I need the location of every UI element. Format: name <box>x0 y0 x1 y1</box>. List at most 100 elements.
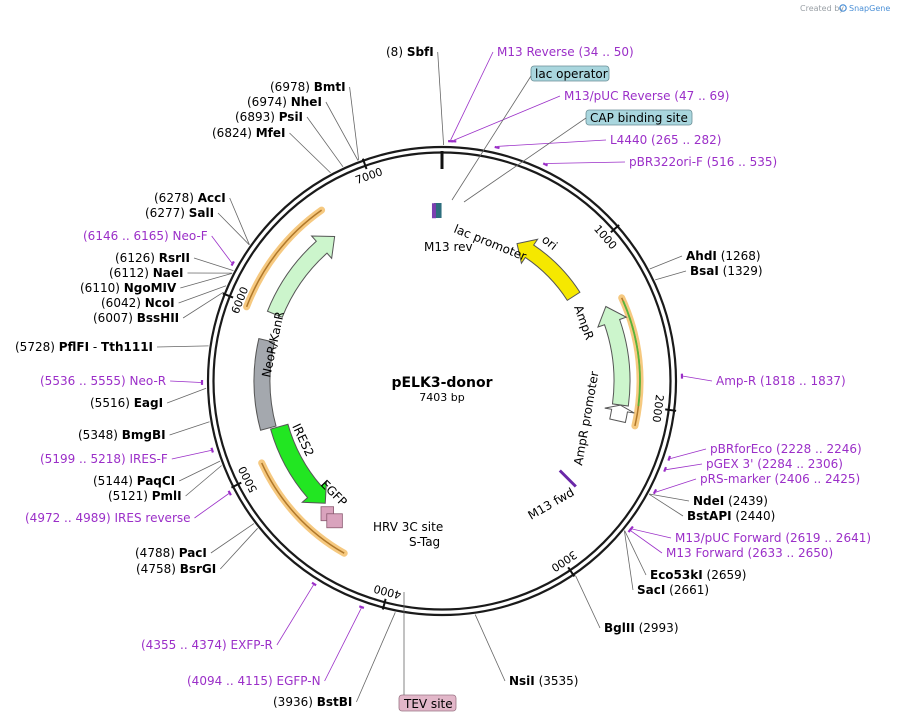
enzyme-leader-bmgbi <box>169 421 210 436</box>
feature-m13-fwd <box>558 469 577 488</box>
primer-mark-prs-marker <box>652 488 658 495</box>
enzyme-leader-bstbi <box>356 612 396 703</box>
enzyme-bstbi[interactable]: (3936) BstBI <box>273 695 352 709</box>
feature-s-tag <box>326 513 343 529</box>
enzyme-leader-pflfi-tth111i <box>156 345 209 348</box>
enzyme-eco53ki[interactable]: Eco53kI (2659) <box>650 568 746 582</box>
primer-neo-f[interactable]: (6146 .. 6165) Neo-F <box>83 229 208 243</box>
ampr-line <box>622 300 641 407</box>
enzyme-leader-saci <box>624 530 634 591</box>
highlight-core-2 <box>261 462 345 554</box>
enzyme-leader-bmti <box>349 86 360 161</box>
primer-m13-forward[interactable]: M13 Forward (2633 .. 2650) <box>666 546 833 560</box>
primer-leader-neo-f <box>211 235 233 264</box>
primer-ires-f[interactable]: (5199 .. 5218) IRES-F <box>40 452 168 466</box>
enzyme-nhei[interactable]: (6974) NheI <box>247 95 322 109</box>
primer-pgex-3[interactable]: pGEX 3' (2284 .. 2306) <box>706 457 843 471</box>
feature-highlights <box>243 206 644 557</box>
enzyme-leader-bglii <box>575 575 601 629</box>
primer-ires-reverse[interactable]: (4972 .. 4989) IRES reverse <box>25 511 191 525</box>
enzyme-mfei[interactable]: (6824) MfeI <box>212 126 285 140</box>
enzyme-nsii[interactable]: NsiI (3535) <box>509 674 578 688</box>
primer-neo-r[interactable]: (5536 .. 5555) Neo-R <box>40 374 166 388</box>
ring-tick-3000 <box>567 566 576 577</box>
enzyme-leader-eco53ki <box>624 530 647 576</box>
feature-label-s-tag: S-Tag <box>409 535 440 549</box>
enzyme-leader-mfei <box>289 132 331 174</box>
primer-exfp-r[interactable]: (4355 .. 4374) EXFP-R <box>141 638 273 652</box>
primer-l4440[interactable]: L4440 (265 .. 282) <box>610 133 721 147</box>
enzyme-leader-pmli <box>185 465 222 497</box>
enzyme-bstapi[interactable]: BstAPI (2440) <box>687 509 775 523</box>
primer-labels: M13 Reverse (34 .. 50) M13/pUC Reverse (4… <box>25 45 871 688</box>
enzyme-leader-nsii <box>474 614 506 682</box>
feature-label-m13-fwd: M13 fwd <box>526 485 577 523</box>
primer-leader-ires-reverse <box>194 493 230 519</box>
enzyme-sali[interactable]: (6277) SalI <box>145 206 214 220</box>
label-leaders <box>156 51 713 703</box>
enzyme-ndei[interactable]: NdeI (2439) <box>693 494 768 508</box>
snapgene-logo-icon <box>839 4 847 12</box>
ring-tick-label-3000: 3000 <box>549 548 579 574</box>
feature-arrows <box>253 203 635 529</box>
primer-pbr322ori-f[interactable]: pBR322ori-F (516 .. 535) <box>629 155 777 169</box>
ring-tick-6000 <box>222 292 234 299</box>
enzyme-sbfi[interactable]: (8) SbfI <box>386 45 434 59</box>
ring-tick-label-5000: 5000 <box>236 464 260 495</box>
primer-m13-puc-reverse[interactable]: M13/pUC Reverse (47 .. 69) <box>564 89 729 103</box>
primer-pbrforeco[interactable]: pBRforEco (2228 .. 2246) <box>710 442 862 456</box>
backbone-outer-ring <box>206 145 678 617</box>
enzyme-paci[interactable]: (4788) PacI <box>135 546 207 560</box>
primer-mark-pgex-3 <box>663 466 668 473</box>
enzyme-leader-ncoi <box>178 285 227 304</box>
enzyme-saci[interactable]: SacI (2661) <box>637 583 709 597</box>
primer-amp-r[interactable]: Amp-R (1818 .. 1837) <box>716 374 846 388</box>
feature-ampr-promoter <box>604 404 635 424</box>
enzyme-bglii[interactable]: BglII (2993) <box>604 621 679 635</box>
primer-prs-marker[interactable]: pRS-marker (2406 .. 2425) <box>700 472 860 486</box>
feature-label-m13-rev: M13 rev <box>424 240 473 254</box>
enzyme-acci[interactable]: (6278) AccI <box>154 191 226 205</box>
primer-leader-m13-puc-reverse <box>453 95 561 141</box>
enzyme-bsshii[interactable]: (6007) BssHII <box>93 311 179 325</box>
cap-site-leader <box>463 117 587 203</box>
enzyme-psii[interactable]: (6893) PsiI <box>235 110 303 124</box>
primer-leader-neo-r <box>170 380 202 383</box>
enzyme-ahdi[interactable]: AhdI (1268) <box>686 249 761 263</box>
enzyme-bmti[interactable]: (6978) BmtI <box>270 80 346 94</box>
enzyme-leader-psii <box>306 116 344 168</box>
ring-tick-label-4000: 4000 <box>372 582 402 602</box>
enzyme-rsrii[interactable]: (6126) RsrII <box>115 251 190 265</box>
enzyme-ncoi[interactable]: (6042) NcoI <box>101 296 175 310</box>
enzyme-ngomiv[interactable]: (6110) NgoMIV <box>80 281 177 295</box>
enzyme-paqci[interactable]: (5144) PaqCI <box>93 474 175 488</box>
enzyme-eagi[interactable]: (5516) EagI <box>90 396 163 410</box>
ring-tick-2000 <box>665 408 677 412</box>
credit-brand: SnapGene <box>849 4 890 13</box>
enzyme-leader-bstapi <box>648 493 684 517</box>
primer-m13-reverse[interactable]: M13 Reverse (34 .. 50) <box>497 45 634 59</box>
plasmid-length: 7403 bp <box>419 391 464 404</box>
snapgene-credit: Created by SnapGene <box>800 4 890 13</box>
tev-site-tag: TEV site <box>398 694 457 712</box>
enzyme-bsai[interactable]: BsaI (1329) <box>690 264 763 278</box>
enzyme-leader-ndei <box>649 493 690 502</box>
primer-leader-m13-forward <box>630 530 663 554</box>
enzyme-bmgbi[interactable]: (5348) BmgBI <box>78 428 166 442</box>
feature-ires2 <box>253 338 277 431</box>
primer-egfp-n[interactable]: (4094 .. 4115) EGFP-N <box>187 674 321 688</box>
cap-site-label: CAP binding site <box>590 111 688 125</box>
enzyme-pflfi-tth111i[interactable]: (5728) PflFI - Tth111I <box>15 340 153 354</box>
primer-mark-pbr322ori-f <box>542 162 549 167</box>
primer-leader-exfp-r <box>276 584 314 646</box>
enzyme-leader-ngomiv <box>180 273 233 289</box>
primer-mark-egfp-n <box>358 605 365 609</box>
primer-mark-exfp-r <box>311 581 317 587</box>
enzyme-naei[interactable]: (6112) NaeI <box>109 266 183 280</box>
enzyme-pmli[interactable]: (5121) PmlI <box>108 489 182 503</box>
feature-label-ampr: AmpR <box>571 303 596 341</box>
primer-m13-puc-forward[interactable]: M13/pUC Forward (2619 .. 2641) <box>675 531 871 545</box>
tev-site-label: TEV site <box>403 697 453 711</box>
feature-m13-rev <box>431 203 436 219</box>
enzyme-bsrgi[interactable]: (4758) BsrGI <box>136 562 216 576</box>
